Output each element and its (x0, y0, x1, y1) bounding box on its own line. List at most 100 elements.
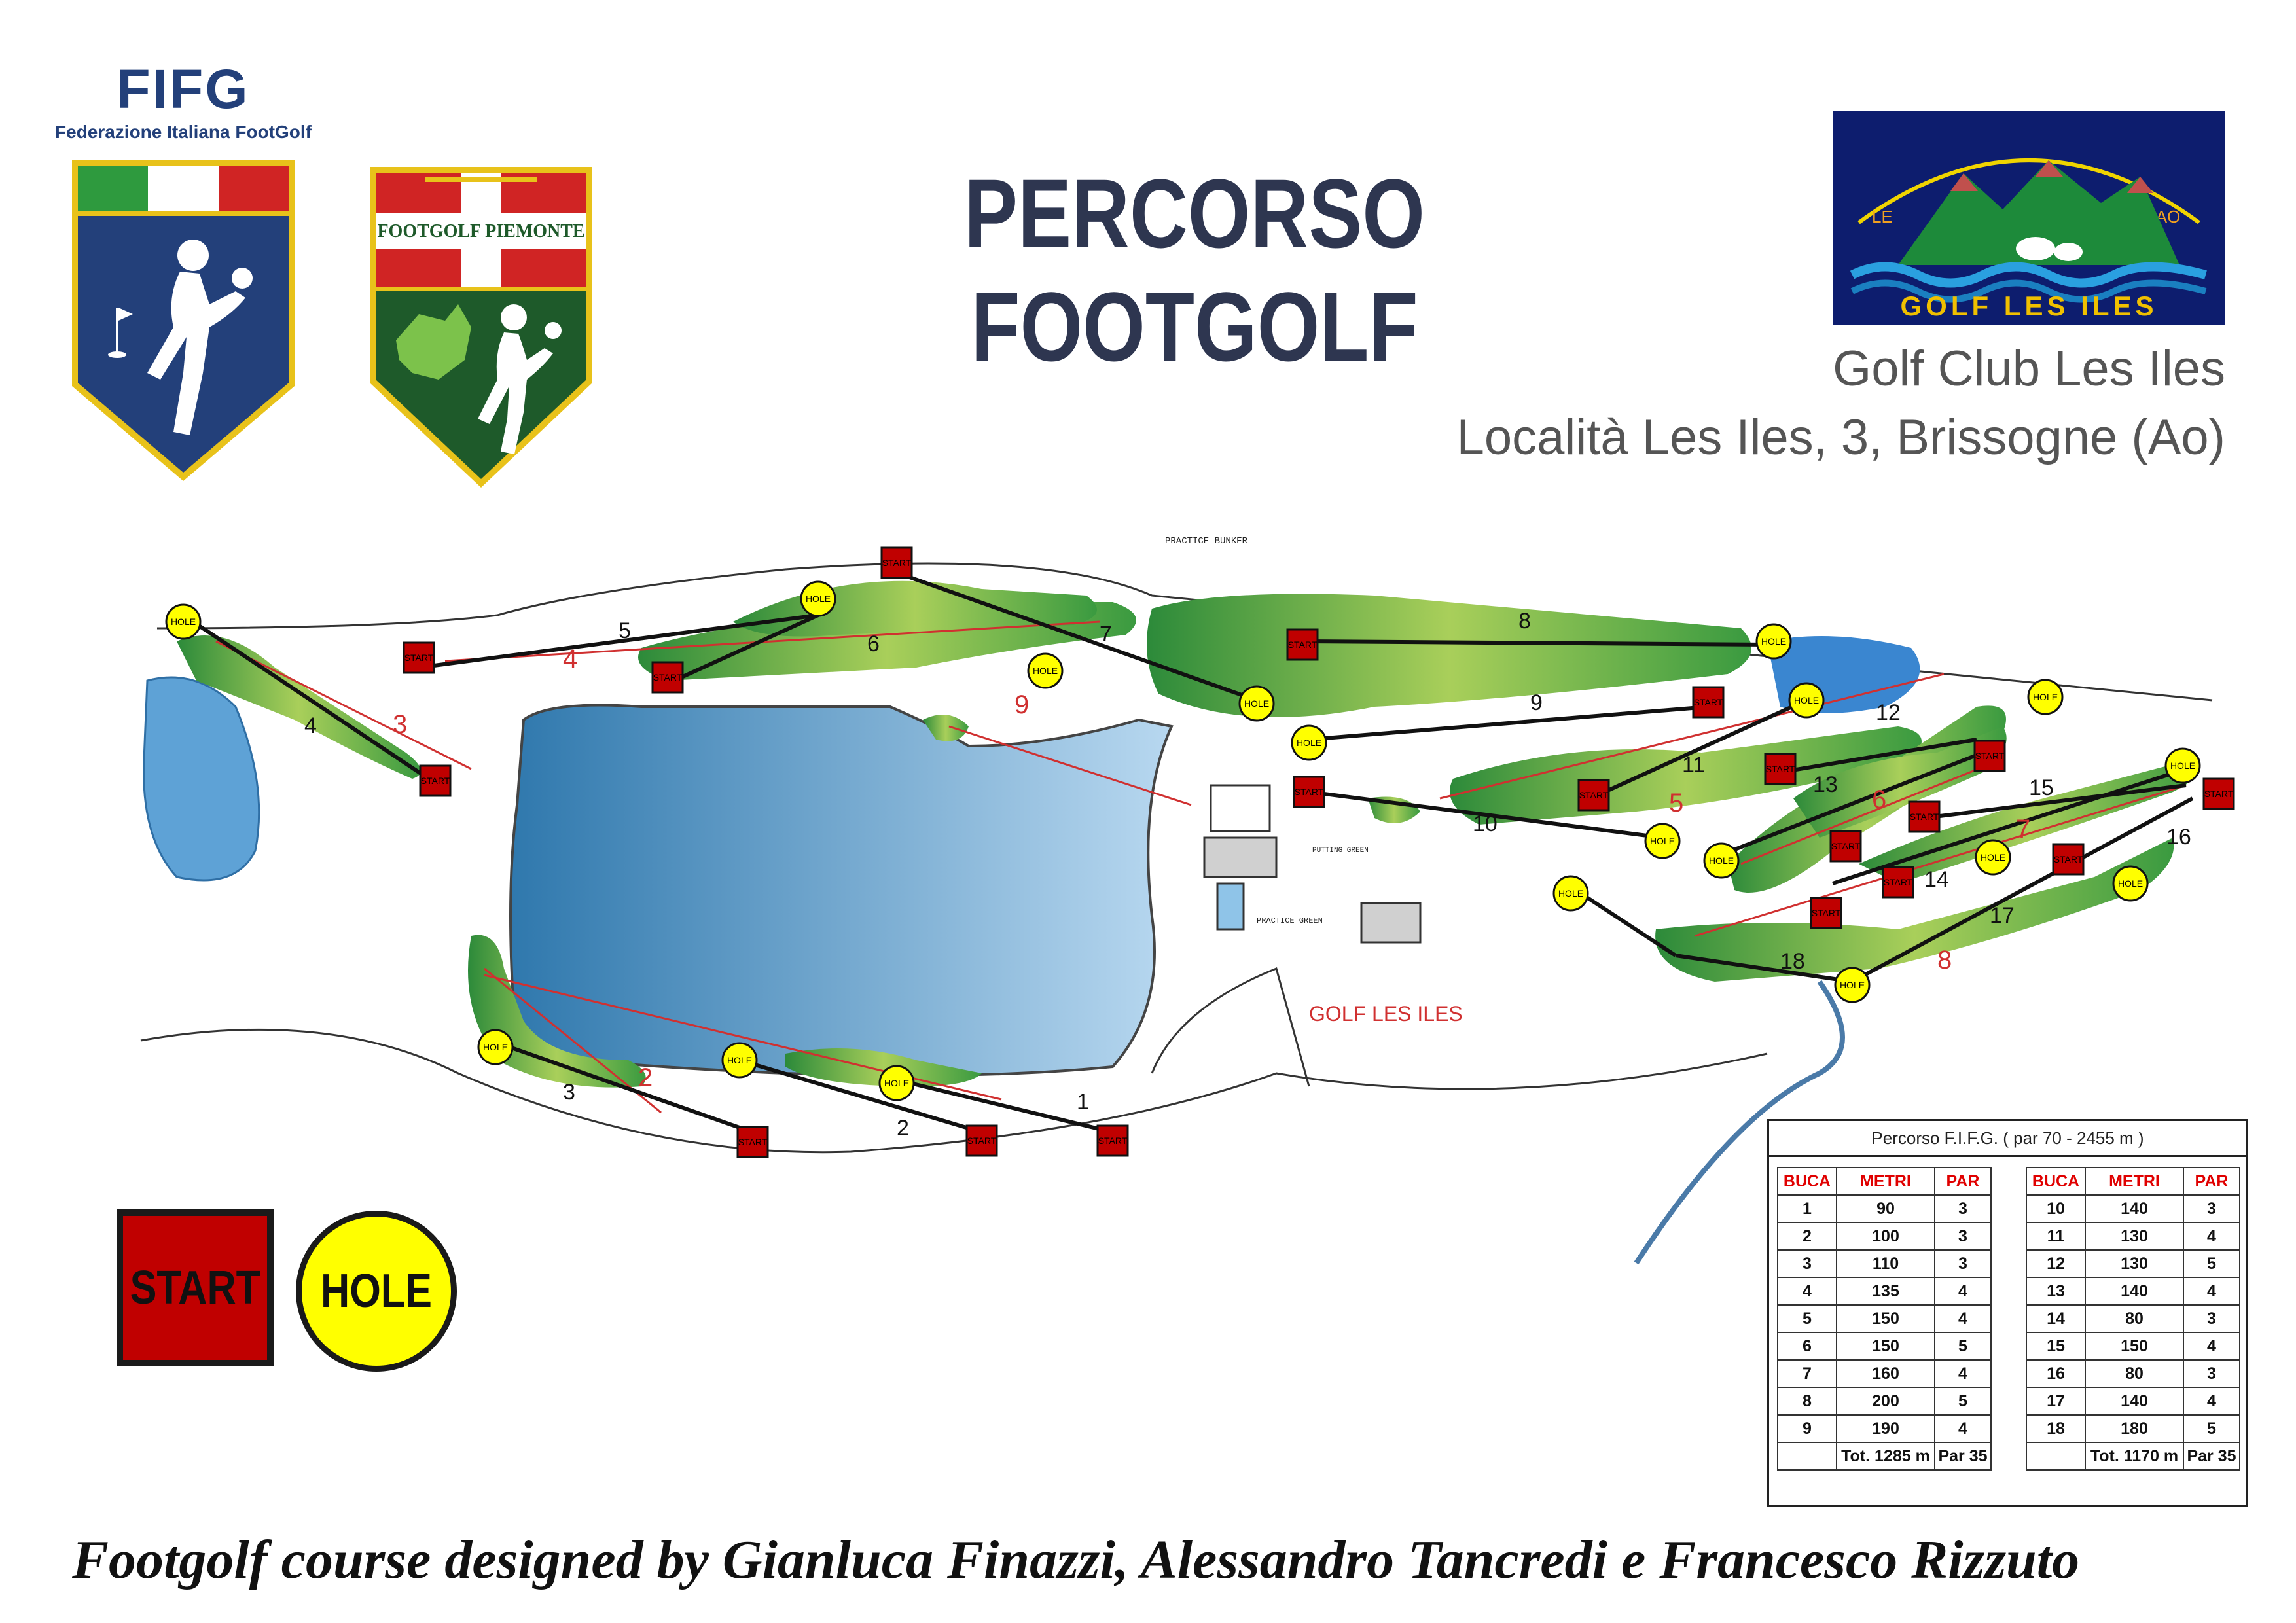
svg-text:HOLE: HOLE (1558, 888, 1583, 899)
hole-marker: HOLE (878, 1065, 915, 1101)
start-marker: START (1293, 776, 1325, 808)
svg-text:HOLE: HOLE (806, 594, 831, 604)
start-marker: START (651, 661, 684, 694)
svg-text:HOLE: HOLE (1244, 698, 1269, 709)
legend-hole-label: HOLE (320, 1265, 432, 1317)
hole-marker: HOLE (1644, 823, 1681, 859)
svg-text:HOLE: HOLE (1650, 836, 1675, 846)
practice-bunker-label: PRACTICE BUNKER (1165, 536, 1248, 546)
hole-number-18: 18 (1780, 949, 1805, 974)
hole-marker: HOLE (1755, 623, 1792, 660)
svg-text:START: START (1694, 697, 1723, 707)
legend-start-label: START (130, 1262, 260, 1314)
credits-signature: Footgolf course designed by Gianluca Fin… (72, 1529, 2080, 1590)
hole-marker: HOLE (1238, 685, 1275, 722)
start-marker: START (965, 1124, 998, 1157)
golf-number-2: 2 (638, 1063, 653, 1092)
hole-number-14: 14 (1924, 867, 1949, 892)
hole-number-11: 11 (1682, 753, 1705, 777)
front-total-par: Par 35 (1934, 1442, 1992, 1471)
hole-number-12: 12 (1876, 700, 1901, 725)
legend-hole-marker: HOLE (296, 1211, 457, 1372)
header-par: PAR (2183, 1167, 2240, 1196)
start-marker: START (880, 546, 913, 579)
fifg-shield-logo (72, 160, 295, 481)
svg-text:START: START (404, 652, 434, 663)
start-marker: START (1096, 1124, 1129, 1157)
golf-number-5: 5 (1669, 789, 1683, 817)
logo-arc-text-left: LE (1872, 207, 1893, 226)
svg-text:START: START (653, 672, 683, 683)
svg-text:HOLE: HOLE (884, 1078, 909, 1088)
svg-text:START: START (1812, 908, 1841, 918)
hole-marker: HOLE (1291, 724, 1327, 761)
hole-number-2: 2 (897, 1116, 909, 1141)
golf-number-8: 8 (1937, 946, 1952, 974)
svg-text:START: START (1579, 790, 1609, 800)
golf-number-3: 3 (393, 710, 407, 739)
fifg-fullname: Federazione Italiana FootGolf (54, 122, 312, 142)
hole-number-5: 5 (619, 618, 631, 643)
start-marker: START (1286, 628, 1319, 661)
header-metri: METRI (1836, 1167, 1935, 1196)
hole-marker: HOLE (1027, 652, 1064, 689)
start-marker: START (1829, 830, 1862, 863)
svg-text:HOLE: HOLE (1840, 980, 1865, 990)
svg-text:START: START (1766, 764, 1795, 774)
header-metri: METRI (2085, 1167, 2184, 1196)
golf-number-6: 6 (1872, 785, 1886, 814)
svg-text:START: START (1975, 751, 2005, 761)
hole-marker: HOLE (721, 1042, 758, 1079)
hole-number-13: 13 (1813, 772, 1838, 797)
hole-marker: HOLE (1834, 967, 1871, 1003)
start-marker: START (1577, 779, 1610, 812)
svg-text:START: START (967, 1135, 997, 1146)
start-marker: START (2202, 777, 2235, 810)
svg-text:START: START (1831, 841, 1861, 851)
golf-les-iles-map-label: GOLF LES ILES (1309, 1002, 1463, 1026)
hole-marker: HOLE (1788, 682, 1825, 719)
back-total-par: Par 35 (2183, 1442, 2240, 1471)
back-total-metri: Tot. 1170 m (2085, 1442, 2184, 1471)
start-marker: START (1810, 897, 1842, 929)
hole-marker: HOLE (1703, 842, 1740, 879)
hole-marker: HOLE (2164, 747, 2201, 784)
front-total-metri: Tot. 1285 m (1836, 1442, 1935, 1471)
club-name: Golf Club Les Iles (1833, 341, 2225, 397)
hole-number-10: 10 (1473, 812, 1498, 836)
svg-text:START: START (882, 558, 912, 568)
golf-les-iles-logo: LE D'AO GOLF LES ILES (1833, 111, 2225, 325)
header-buca: BUCA (2026, 1167, 2086, 1196)
svg-text:HOLE: HOLE (2118, 878, 2143, 889)
start-marker: START (2052, 843, 2085, 876)
start-marker: START (1692, 686, 1725, 719)
hole-number-7: 7 (1100, 622, 1112, 647)
svg-text:HOLE: HOLE (1297, 738, 1321, 748)
svg-text:HOLE: HOLE (1981, 852, 2005, 863)
start-marker: START (419, 764, 452, 797)
hole-number-6: 6 (867, 632, 880, 656)
putting-green-label: PUTTING GREEN (1312, 847, 1369, 855)
svg-text:START: START (421, 776, 450, 786)
svg-text:HOLE: HOLE (1033, 666, 1058, 676)
svg-text:HOLE: HOLE (171, 616, 196, 627)
svg-text:HOLE: HOLE (2170, 760, 2195, 771)
hole-marker: HOLE (165, 603, 202, 640)
svg-text:HOLE: HOLE (727, 1055, 752, 1065)
svg-text:HOLE: HOLE (2033, 692, 2058, 702)
